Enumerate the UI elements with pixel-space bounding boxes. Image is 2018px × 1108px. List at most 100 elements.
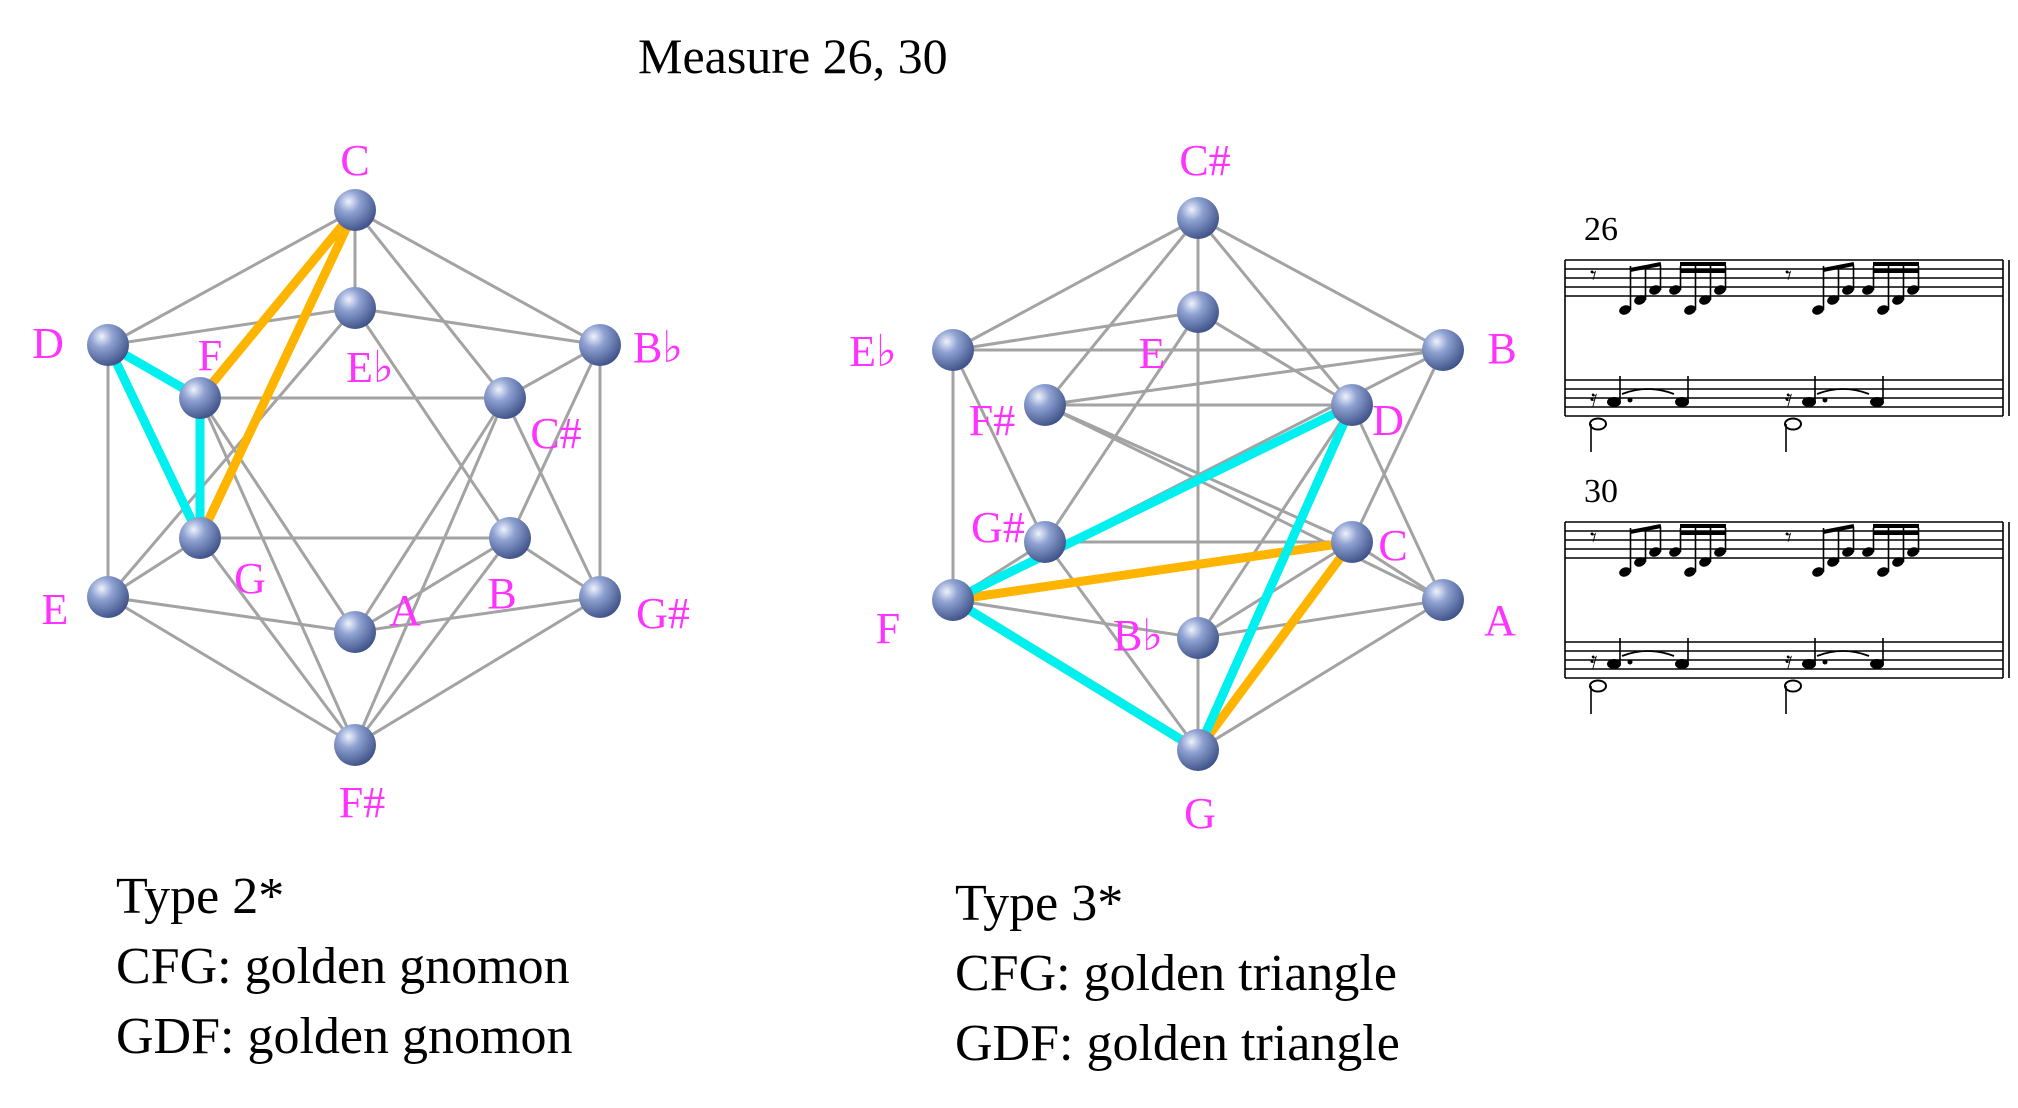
left-node-a [334, 611, 376, 653]
right-triangle-gdf [948, 400, 1357, 755]
right-label-g: G [1184, 789, 1216, 838]
dot [1822, 659, 1828, 665]
right-edge-e-flat-e [952, 310, 1199, 352]
note-head [1862, 547, 1874, 557]
right-label-a: A [1484, 596, 1516, 645]
right-node-e [1177, 291, 1219, 333]
right-edge-f-sharp-a [1044, 403, 1444, 602]
left-edge-b-a [354, 536, 511, 634]
note-head [1812, 567, 1824, 577]
note-head [1607, 397, 1621, 407]
left-label-d: D [32, 319, 64, 368]
left-edge-c-sharp-a [353, 397, 507, 633]
half-note-head [1589, 679, 1607, 693]
right-edge-c-sharp-b [1197, 216, 1444, 352]
right-label-e-flat: E♭ [849, 327, 897, 376]
note-head [1802, 659, 1816, 669]
right-node-a [1422, 579, 1464, 621]
note-head [1827, 557, 1839, 567]
right-caption: Type 3* CFG: golden triangle GDF: golden… [955, 875, 1400, 1072]
right-node-e-flat [932, 329, 974, 371]
note-head [1675, 659, 1689, 669]
right-edge-e-d [1197, 310, 1353, 407]
left-node-b [489, 517, 531, 559]
note-head [1699, 557, 1711, 567]
note-head [1684, 305, 1696, 315]
left-node-g-sharp [579, 576, 621, 618]
left-highlight-triangles [103, 205, 360, 543]
left-label-g-sharp: G# [636, 589, 690, 638]
right-caption-gdf: GDF: golden triangle [955, 1015, 1400, 1072]
left-label-e-flat: E♭ [346, 343, 394, 392]
right-node-c [1331, 521, 1373, 563]
tie [1816, 388, 1870, 395]
note-head [1634, 295, 1646, 305]
note-head [1870, 659, 1884, 669]
right-edge-c-b-flat [1197, 540, 1353, 640]
right-caption-type: Type 3* [955, 875, 1123, 932]
note-head [1827, 295, 1839, 305]
dot [1627, 397, 1633, 403]
right-label-f: F [876, 604, 900, 653]
note-head [1669, 285, 1681, 295]
note-head [1675, 397, 1689, 407]
eighth-rest: 𝄾 [1785, 523, 1792, 552]
left-label-f: F [198, 331, 222, 380]
right-edges [951, 216, 1445, 752]
right-label-e: E [1139, 329, 1166, 378]
left-edge-d-e-flat [107, 306, 356, 347]
left-label-b-flat: B♭ [633, 323, 683, 372]
note-head [1892, 295, 1904, 305]
right-node-g-sharp [1024, 521, 1066, 563]
note-head [1842, 285, 1854, 295]
right-edge-b-flat-a [1197, 598, 1444, 640]
sixteenth-rest: 𝄿 [1590, 386, 1597, 412]
right-nodes [932, 197, 1464, 771]
right-node-b [1422, 329, 1464, 371]
tie [1621, 650, 1675, 657]
sixteenth-rest: 𝄿 [1590, 648, 1597, 674]
tie [1621, 388, 1675, 395]
right-label-d: D [1372, 396, 1404, 445]
half-note-head [1589, 417, 1607, 431]
left-label-c: C [340, 136, 369, 185]
note-head [1684, 567, 1696, 577]
score-system-30: 𝄾𝄾𝄿𝄿 [1564, 521, 2010, 714]
left-label-b: B [487, 569, 516, 618]
note-head [1892, 557, 1904, 567]
dot [1627, 659, 1633, 665]
right-edge-c-sharp-d [1196, 217, 1354, 406]
right-node-b-flat [1177, 617, 1219, 659]
note-head [1619, 305, 1631, 315]
left-node-f [179, 377, 221, 419]
measure-number-26: 26 [1584, 211, 1618, 248]
right-label-g-sharp: G# [971, 503, 1025, 552]
right-node-f [932, 579, 974, 621]
left-node-e-flat [334, 287, 376, 329]
right-node-g [1177, 729, 1219, 771]
note-head [1870, 397, 1884, 407]
note-head [1802, 397, 1816, 407]
beam [1629, 524, 1662, 534]
right-highlight-triangles [948, 400, 1357, 755]
left-triangle-cfg [195, 205, 360, 543]
left-caption: Type 2* CFG: golden gnomon GDF: golden g… [116, 868, 572, 1065]
right-label-c-sharp: C# [1179, 136, 1230, 185]
note-head [1812, 305, 1824, 315]
right-label-f-sharp: F# [969, 396, 1015, 445]
dot [1822, 397, 1828, 403]
right-edge-e-flat-g-sharp [951, 349, 1047, 543]
left-edge-c-sharp-g-sharp [503, 397, 602, 598]
note-head [1699, 295, 1711, 305]
left-label-a: A [389, 586, 421, 635]
right-edge-d-b-flat [1196, 404, 1354, 639]
right-edge-b-f-sharp [1044, 348, 1444, 407]
left-edge-c-sharp-f-sharp [353, 397, 507, 746]
note-head [1607, 659, 1621, 669]
beam [1822, 524, 1855, 534]
right-node-c-sharp [1177, 197, 1219, 239]
right-edge-f-b-flat [952, 598, 1199, 640]
